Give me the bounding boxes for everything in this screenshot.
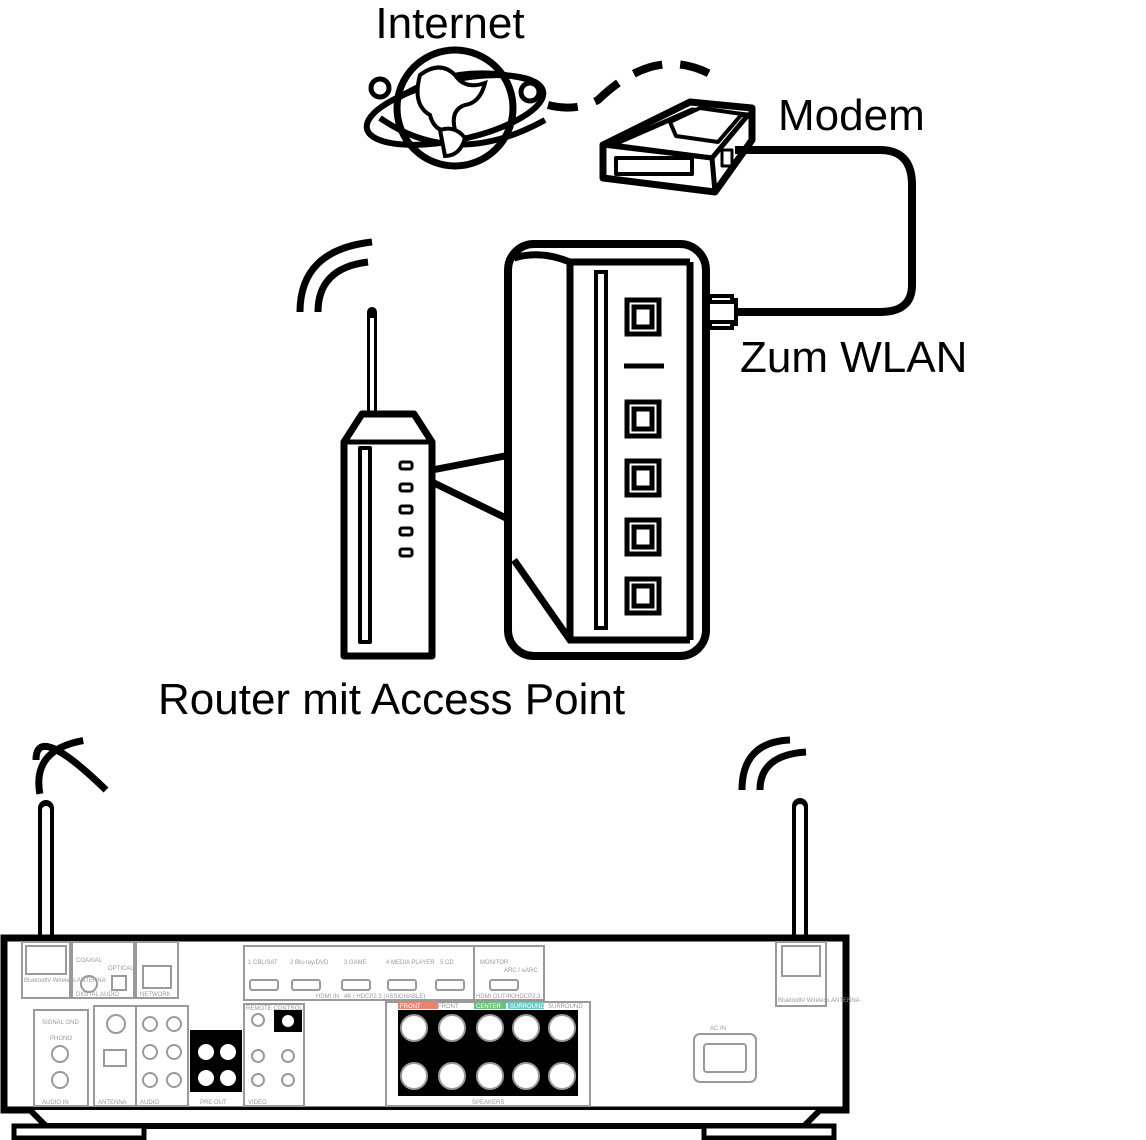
pre-out-connectors — [190, 1010, 302, 1092]
lan-label: Zum WLAN — [740, 333, 967, 382]
antenna-left-label: Bluetooth/ Wireless ANTENNA — [24, 978, 106, 984]
internet-label: Internet — [375, 0, 524, 48]
hdmi-out-label: HDMI OUT — [476, 994, 506, 1000]
hdmi-input-2-label: 2 Blu-ray/DVD — [290, 960, 329, 966]
monitor-label: MONITOR — [480, 960, 509, 966]
router-detail-callout — [430, 451, 512, 524]
remote-control-label: REMOTE CONTROL — [246, 1006, 303, 1012]
hdmi-out-detail: 4K/HDCP2.3 — [506, 994, 541, 1000]
network-label: NETWORK — [140, 992, 171, 998]
audio-label: AUDIO — [140, 1100, 159, 1106]
modem-label: Modem — [778, 91, 925, 140]
hdmi-input-4-label: 4 MEDIA PLAYER — [386, 960, 435, 966]
router-wifi-waves-icon — [296, 238, 373, 313]
wan-port-icon — [624, 297, 662, 337]
receiver-wifi-waves-icon — [32, 736, 807, 795]
hdmi-in-detail: 4K / HDCP2.3 (ASSIGNABLE) — [344, 994, 425, 1000]
router-icon — [340, 410, 436, 660]
phono-label: PHONO — [50, 1036, 72, 1042]
modem-to-router-cable — [735, 146, 916, 316]
lan-port-icon — [624, 576, 662, 616]
hdmi-input-1-label: 1 CBL/SAT — [248, 960, 278, 966]
hdmi-input-3-label: 3 GAME — [344, 960, 367, 966]
optical-label: OPTICAL — [108, 966, 134, 972]
digital-audio-label: DIGITAL AUDIO — [76, 992, 119, 998]
antenna-right-label: Bluetooth/ Wireless ANTENNA — [778, 998, 860, 1004]
modem-icon — [599, 98, 756, 196]
speaker-terminals — [385, 1001, 591, 1107]
hdmi-in-label: HDMI IN — [316, 994, 339, 1000]
speaker-channel-front-l: FRONT — [438, 1004, 459, 1010]
internet-link-line — [546, 60, 723, 112]
antenna-label: ANTENNA — [98, 1100, 127, 1106]
speakers-label: SPEAKERS — [472, 1100, 504, 1106]
pre-out-label: PRE OUT — [200, 1100, 227, 1106]
hdmi-input-5-label: 5 CD — [440, 960, 454, 966]
lan-port-icon — [624, 399, 662, 439]
internet-globe-icon — [363, 46, 547, 170]
speaker-channel-center: CENTER — [476, 1004, 501, 1010]
ac-in-label: AC IN — [710, 1026, 726, 1032]
lan-port-icon — [624, 458, 662, 498]
signal-gnd-label: SIGNAL GND — [42, 1020, 79, 1026]
router-label: Router mit Access Point — [158, 675, 625, 724]
router-detail-panel — [504, 240, 710, 660]
router-lan-ports — [624, 297, 662, 616]
speaker-channel-surround-l: SURROUND — [548, 1004, 583, 1010]
coaxial-label: COAXIAL — [76, 958, 103, 964]
speaker-channel-surround-r: SURROUND — [510, 1004, 545, 1010]
arc-label: ARC / eARC — [504, 968, 538, 974]
speaker-channel-front-r: FRONT — [400, 1004, 421, 1010]
lan-port-icon — [624, 517, 662, 557]
video-label: VIDEO — [248, 1100, 267, 1106]
audio-in-label: AUDIO IN — [42, 1100, 69, 1106]
